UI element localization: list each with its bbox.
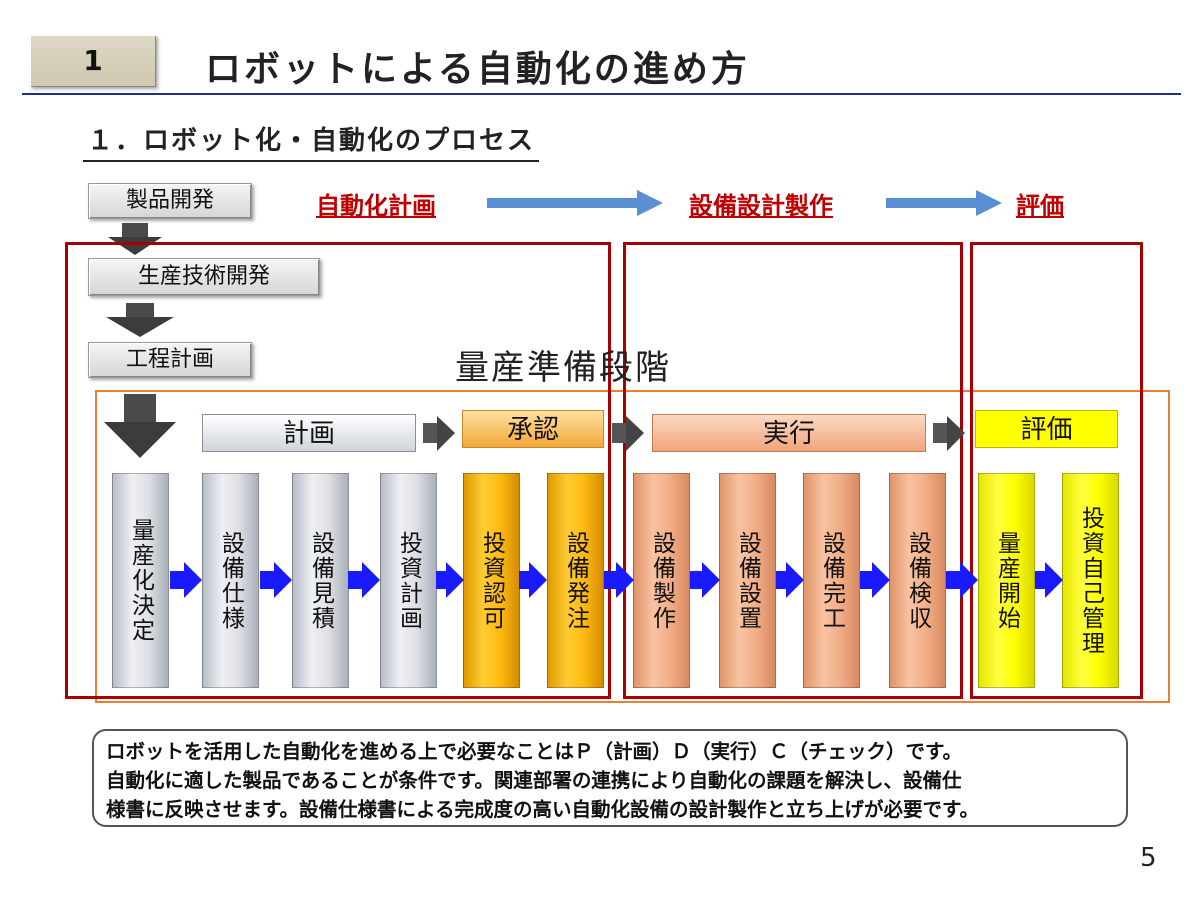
flow-arrow-icon <box>776 562 804 598</box>
flow-arrow-icon <box>860 562 890 598</box>
down-arrow-icon <box>106 303 174 337</box>
process-step-equipment-acceptance: 設備検収 <box>889 473 946 688</box>
stage-automation-plan: 自動化計画 <box>316 192 436 220</box>
process-step-investment-self-management: 投資自己管理 <box>1062 473 1119 688</box>
right-arrow-icon <box>612 416 644 451</box>
process-step-mass-production-start: 量産開始 <box>978 473 1035 688</box>
process-step-equipment-install: 設備設置 <box>719 473 776 688</box>
note-line: 自動化に適した製品であることが条件です。関連部署の連携により自動化の課題を解決し… <box>106 769 962 792</box>
flow-arrow-icon <box>436 562 464 598</box>
down-arrow-icon <box>108 223 162 255</box>
stage-evaluation: 評価 <box>1016 192 1064 220</box>
flow-arrow-icon <box>946 562 978 598</box>
slide-number-badge: 1 <box>30 35 156 87</box>
phase-evaluate: 評価 <box>975 410 1118 448</box>
section-subtitle: １．ロボット化・自動化のプロセス <box>83 120 540 162</box>
process-step-mass-production-decision: 量産化決定 <box>112 473 169 688</box>
build-stage-frame <box>623 242 963 699</box>
right-arrow-icon <box>933 416 965 451</box>
right-arrow-icon <box>886 190 1002 216</box>
flow-arrow-icon <box>604 562 634 598</box>
process-step-equipment-order: 設備発注 <box>547 473 604 688</box>
stage-equipment-design: 設備設計製作 <box>689 192 833 220</box>
note-line: ロボットを活用した自動化を進める上で必要なことはＰ（計画）Ｄ（実行）Ｃ（チェック… <box>106 740 963 763</box>
page-title: ロボットによる自動化の進め方 <box>205 49 750 90</box>
down-arrow-icon <box>104 394 176 458</box>
process-step-investment-approval: 投資認可 <box>463 473 520 688</box>
process-step-equipment-manufacture: 設備製作 <box>633 473 690 688</box>
note-line: 様書に反映させます。設備仕様書による完成度の高い自動化設備の設計製作と立ち上げが… <box>106 798 980 821</box>
phase-approve: 承認 <box>462 410 604 448</box>
step-production-tech-dev: 生産技術開発 <box>88 258 320 296</box>
mass-prep-frame <box>95 390 1170 703</box>
plan-stage-frame <box>65 242 611 699</box>
flow-arrow-icon <box>519 562 547 598</box>
phase-plan: 計画 <box>202 414 416 452</box>
evaluation-stage-frame <box>970 242 1143 699</box>
flow-arrow-icon <box>1035 562 1063 598</box>
summary-note: ロボットを活用した自動化を進める上で必要なことはＰ（計画）Ｄ（実行）Ｃ（チェック… <box>92 729 1128 827</box>
right-arrow-icon <box>423 416 455 451</box>
right-arrow-icon <box>487 190 663 216</box>
page-number: 5 <box>1140 843 1157 873</box>
process-step-equipment-spec: 設備仕様 <box>202 473 259 688</box>
step-process-plan: 工程計画 <box>88 342 252 378</box>
mass-prep-label: 量産準備段階 <box>455 348 671 388</box>
process-step-equipment-complete: 設備完工 <box>803 473 860 688</box>
flow-arrow-icon <box>260 562 292 598</box>
flow-arrow-icon <box>348 562 380 598</box>
process-step-equipment-estimate: 設備見積 <box>292 473 349 688</box>
process-step-investment-plan: 投資計画 <box>380 473 437 688</box>
flow-arrow-icon <box>690 562 720 598</box>
title-divider <box>22 93 1181 95</box>
step-product-dev: 製品開発 <box>88 183 252 219</box>
phase-execute: 実行 <box>652 414 926 452</box>
flow-arrow-icon <box>170 562 202 598</box>
